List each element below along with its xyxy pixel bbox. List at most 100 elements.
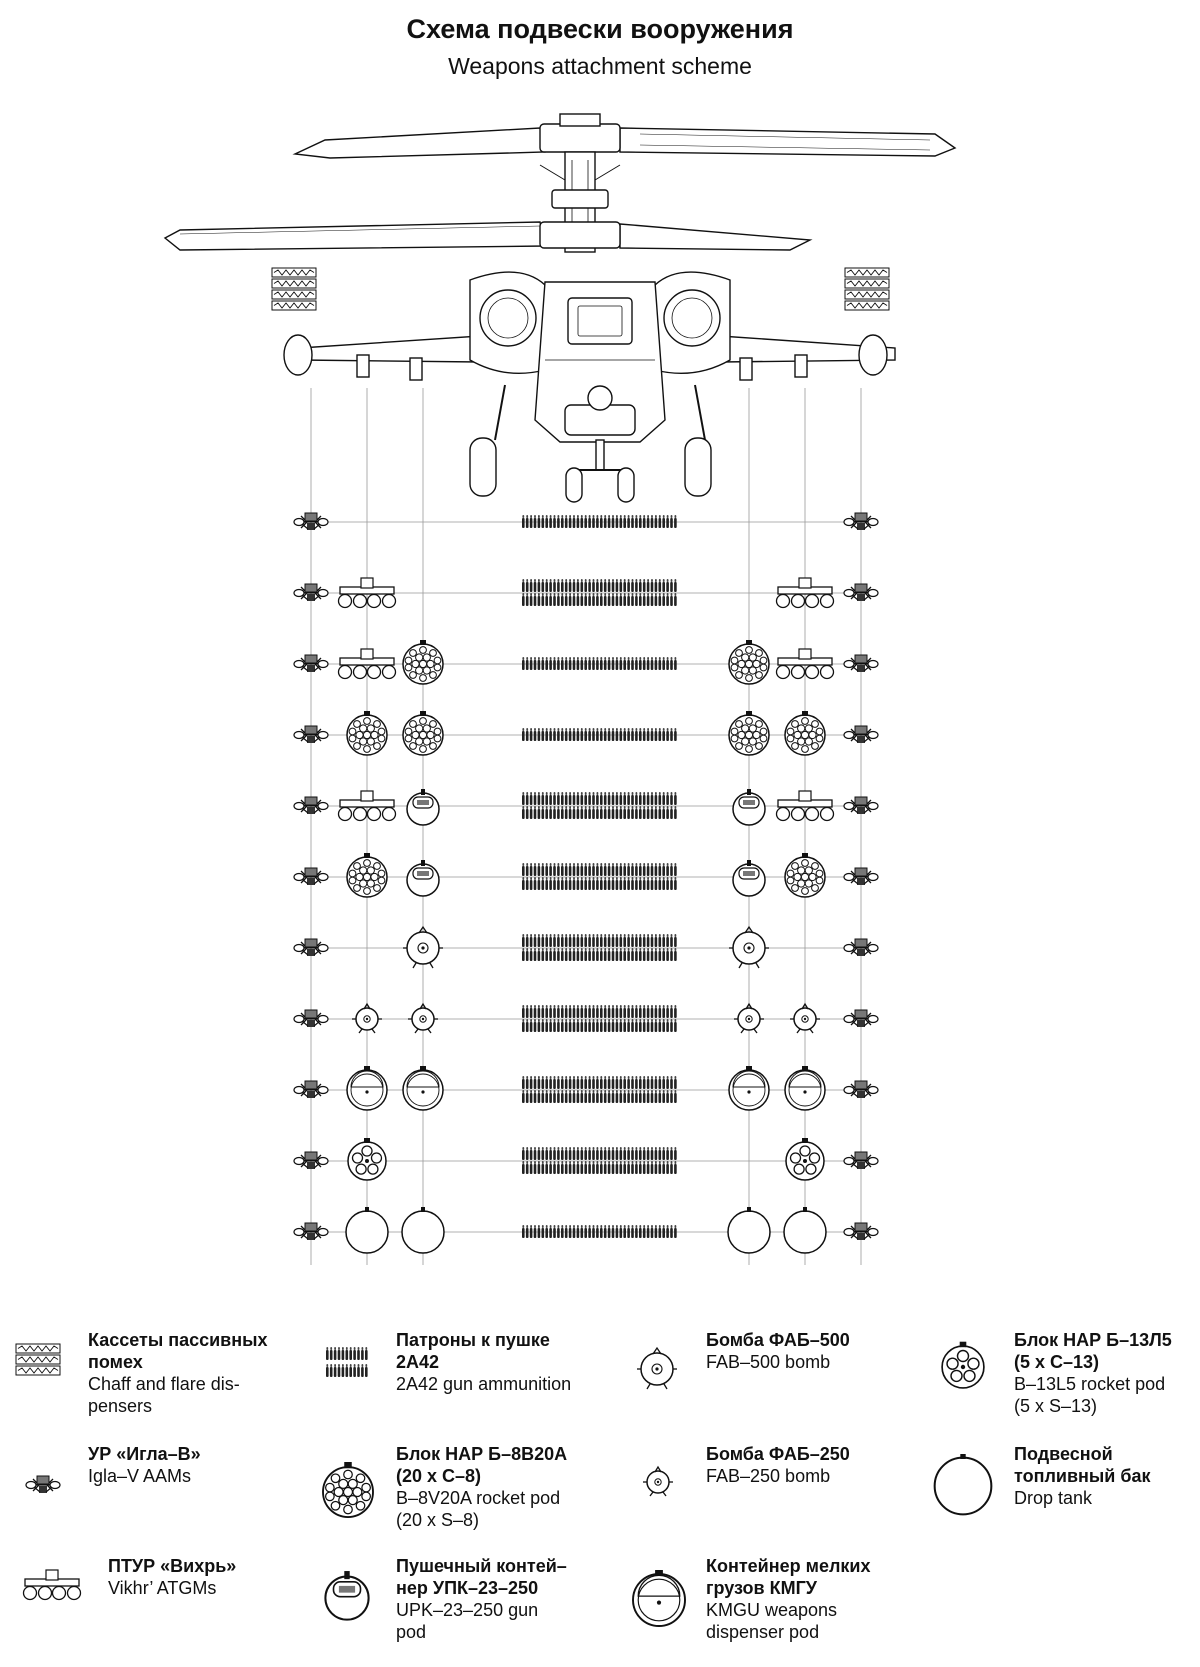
upk-gun-pod-icon xyxy=(324,1570,370,1621)
legend-vikhr-ru: ПТУР «Вихрь» xyxy=(108,1556,237,1576)
legend-ammo-en: 2A42 gun ammunition xyxy=(396,1374,572,1394)
configuration-row xyxy=(293,639,879,685)
legend-igla-en: Igla–V AAMs xyxy=(88,1466,192,1486)
legend-kmgu-en: KMGU weapons dispenser pod xyxy=(706,1600,838,1642)
gun-ammunition-mark xyxy=(522,657,677,670)
configuration-row xyxy=(293,512,879,531)
legend-upk-ru: Пушечный контей– нер УПК–23–250 xyxy=(396,1556,567,1598)
configuration-row xyxy=(293,1003,879,1034)
fab250-bomb-icon xyxy=(733,1003,765,1034)
gun-ammunition-mark xyxy=(522,1076,677,1103)
pylon-connector-lines xyxy=(310,388,862,1265)
igla-missile-icon xyxy=(293,867,329,886)
legend-tank-ru: Подвесной топливный бак xyxy=(1014,1444,1151,1486)
igla-missile-icon xyxy=(843,512,879,531)
gun-ammunition-mark xyxy=(522,1225,677,1238)
drop-tank-icon xyxy=(783,1206,827,1254)
fab250-bomb-icon xyxy=(642,1466,674,1497)
gun-ammunition-mark xyxy=(522,1147,677,1174)
legend-b13-ru: Блок НАР Б–13Л5 (5 х С–13) xyxy=(1014,1330,1172,1372)
configuration-row xyxy=(293,1206,879,1254)
igla-missile-icon xyxy=(293,1222,329,1241)
igla-missile-icon xyxy=(843,725,879,744)
gun-ammunition-mark xyxy=(522,1005,677,1032)
drop-tank-icon xyxy=(933,1454,993,1516)
page-title: Схема подвески вооружения xyxy=(406,14,794,44)
b8-rocket-pod-icon xyxy=(402,639,444,685)
legend-igla-ru: УР «Игла–В» xyxy=(88,1444,201,1464)
gun-ammunition-icon xyxy=(326,1347,368,1377)
igla-missile-icon xyxy=(293,796,329,815)
igla-missile-icon xyxy=(293,1080,329,1099)
gun-ammunition-mark xyxy=(522,515,677,528)
b13-rocket-pod-icon xyxy=(347,1137,387,1181)
igla-missile-icon xyxy=(293,654,329,673)
igla-missile-icon xyxy=(293,725,329,744)
b13-rocket-pod-icon xyxy=(785,1137,825,1181)
legend-tank-en: Drop tank xyxy=(1014,1488,1093,1508)
igla-missile-icon xyxy=(293,583,329,602)
b8-rocket-pod-icon xyxy=(322,1462,374,1518)
b8-rocket-pod-icon xyxy=(402,710,444,756)
igla-missile-icon xyxy=(843,654,879,673)
gun-ammunition-mark xyxy=(522,934,677,961)
fab250-bomb-icon xyxy=(789,1003,821,1034)
legend-chaff-ru: Кассеты пассивных помех xyxy=(88,1330,268,1372)
legend-vikhr-en: Vikhr’ ATGMs xyxy=(108,1578,217,1598)
configuration-row xyxy=(293,1137,879,1181)
vikhr-atgm-icon xyxy=(22,1569,82,1601)
kmgu-dispenser-icon xyxy=(402,1065,444,1111)
configuration-rows xyxy=(293,512,879,1254)
legend-b13-en: B–13L5 rocket pod (5 x S–13) xyxy=(1014,1374,1166,1416)
legend-ammo-ru: Патроны к пушке 2А42 xyxy=(396,1330,550,1372)
kmgu-dispenser-icon xyxy=(728,1065,770,1111)
legend-fab250-en: FAB–250 bomb xyxy=(706,1466,831,1486)
drop-tank-icon xyxy=(401,1206,445,1254)
legend-fab500-en: FAB–500 bomb xyxy=(706,1352,831,1372)
configuration-row xyxy=(293,852,879,898)
upk-gun-pod-icon xyxy=(406,859,440,897)
page-subtitle: Weapons attachment scheme xyxy=(448,53,752,79)
igla-missile-icon xyxy=(25,1475,61,1494)
igla-missile-icon xyxy=(293,1009,329,1028)
upk-gun-pod-icon xyxy=(732,859,766,897)
legend-b8-ru: Блок НАР Б–8В20А (20 х С–8) xyxy=(396,1444,568,1486)
igla-missile-icon xyxy=(843,867,879,886)
drop-tank-icon xyxy=(345,1206,389,1254)
igla-missile-icon xyxy=(843,1222,879,1241)
ka50-helicopter-drawing xyxy=(163,113,957,503)
igla-missile-icon xyxy=(293,512,329,531)
b8-rocket-pod-icon xyxy=(728,639,770,685)
configuration-row xyxy=(293,710,879,756)
fab500-bomb-icon xyxy=(402,926,444,969)
gun-ammunition-mark xyxy=(522,792,677,819)
igla-missile-icon xyxy=(843,1080,879,1099)
kmgu-dispenser-icon xyxy=(346,1065,388,1111)
igla-missile-icon xyxy=(293,938,329,957)
configuration-row xyxy=(293,577,879,609)
b8-rocket-pod-icon xyxy=(346,710,388,756)
igla-missile-icon xyxy=(843,796,879,815)
b13-rocket-pod-icon xyxy=(941,1340,985,1389)
b8-rocket-pod-icon xyxy=(784,852,826,898)
gun-ammunition-mark xyxy=(522,863,677,890)
legend-fab250-ru: Бомба ФАБ–250 xyxy=(706,1444,850,1464)
fab500-bomb-icon xyxy=(636,1347,678,1390)
legend-fab500-ru: Бомба ФАБ–500 xyxy=(706,1330,850,1350)
b8-rocket-pod-icon xyxy=(728,710,770,756)
gun-ammunition-mark xyxy=(522,728,677,741)
fab250-bomb-icon xyxy=(351,1003,383,1034)
b8-rocket-pod-icon xyxy=(346,852,388,898)
kmgu-dispenser-icon xyxy=(632,1570,686,1627)
configuration-row xyxy=(293,1065,879,1111)
fab250-bomb-icon xyxy=(407,1003,439,1034)
igla-missile-icon xyxy=(843,1151,879,1170)
b8-rocket-pod-icon xyxy=(784,710,826,756)
gun-ammunition-mark xyxy=(522,579,677,606)
kmgu-dispenser-icon xyxy=(784,1065,826,1111)
igla-missile-icon xyxy=(843,1009,879,1028)
configuration-row xyxy=(293,926,879,969)
igla-missile-icon xyxy=(843,938,879,957)
igla-missile-icon xyxy=(843,583,879,602)
